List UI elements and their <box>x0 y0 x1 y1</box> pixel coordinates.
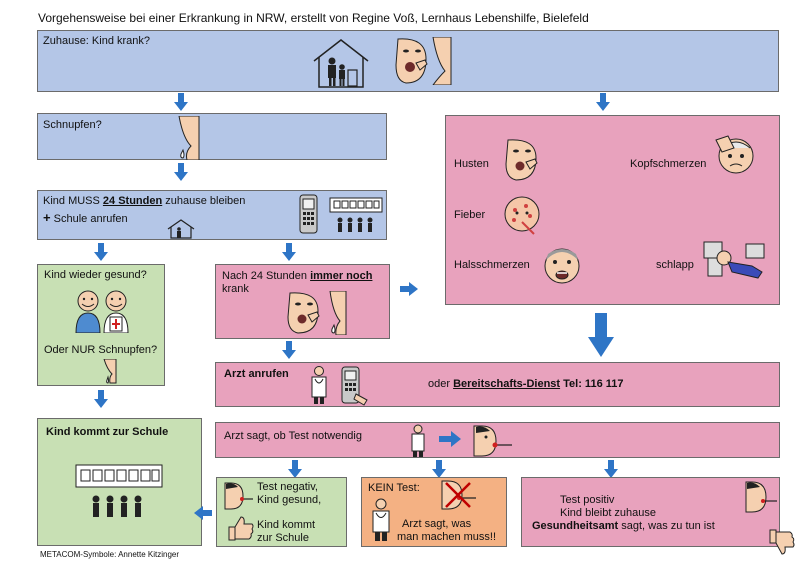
stay-hours: 24 Stunden <box>102 195 163 207</box>
arrow-down <box>94 390 108 408</box>
negative-result-box: Test negativ, Kind gesund, Kind kommt zu… <box>216 477 347 547</box>
no-test-line1: Arzt sagt, was <box>402 518 472 530</box>
symptom-headache: Kopfschmerzen <box>630 158 707 170</box>
positive-line1: Test positiv <box>560 494 615 506</box>
arrow-right <box>400 282 418 296</box>
stay-home-box: Kind MUSS 24 Stunden zuhause bleiben + S… <box>37 190 387 240</box>
doctor-icon <box>370 498 392 542</box>
arrow-down <box>174 163 188 181</box>
plus-sign: + <box>43 210 51 225</box>
negative-line3: Kind kommt <box>257 519 316 531</box>
coughing-face-icon <box>286 291 322 335</box>
still-sick-line1: Nach 24 Stunden immer noch <box>222 270 372 283</box>
positive-line3: Gesundheitsamt sagt, was zu tun ist <box>532 520 715 533</box>
arrow-down <box>282 243 296 261</box>
alt-service-text: oder Bereitschafts-Dienst Tel: 116 117 <box>428 378 624 391</box>
negative-line1: Test negativ, <box>257 481 318 493</box>
recovered-question: Kind wieder gesund? <box>44 269 147 281</box>
stay-suffix: zuhause bleiben <box>165 195 246 207</box>
still-sick-emph: immer noch <box>310 270 373 282</box>
test-decision-label: Arzt sagt, ob Test notwendig <box>224 430 362 442</box>
headache-face-icon <box>714 134 758 176</box>
nose-icon <box>431 37 455 85</box>
house-icon <box>166 219 196 239</box>
positive-line2: Kind bleibt zuhause <box>560 507 657 519</box>
no-test-label: KEIN Test: <box>368 482 420 494</box>
thumbs-up-icon <box>227 515 255 541</box>
credit-text: METACOM-Symbole: Annette Kitzinger <box>40 550 180 559</box>
still-sick-line2: krank <box>222 283 249 295</box>
symptom-cough: Husten <box>454 158 489 170</box>
recovered-box: Kind wieder gesund? Oder NUR Schnupfen? <box>37 264 165 386</box>
tired-person-icon <box>702 236 766 280</box>
doctor-icon <box>309 365 329 405</box>
school-label: Kind kommt zur Schule <box>46 426 169 438</box>
arrow-down <box>174 93 188 111</box>
swab-test-icon <box>744 481 778 513</box>
runny-nose-icon <box>169 116 203 160</box>
still-sick-box: Nach 24 Stunden immer noch krank <box>215 264 390 339</box>
no-swab-test-icon <box>440 480 478 510</box>
call-doctor-label: Arzt anrufen <box>224 368 289 380</box>
stay-home-text: Kind MUSS 24 Stunden zuhause bleiben <box>43 195 245 208</box>
symptom-weak: schlapp <box>656 259 694 271</box>
home-box: Zuhause: Kind krank? <box>37 30 779 92</box>
happy-children-icon <box>72 289 134 333</box>
house-family-icon <box>310 37 372 89</box>
arrow-down <box>604 460 618 478</box>
cold-label: Schnupfen? <box>43 119 102 131</box>
runny-nose-icon <box>326 291 348 335</box>
health-office: Gesundheitsamt <box>532 520 619 532</box>
cold-box: Schnupfen? <box>37 113 387 160</box>
arrow-down <box>282 341 296 359</box>
coughing-face-icon <box>504 138 540 182</box>
doctor-icon <box>409 424 427 458</box>
alt-tel: Tel: 116 117 <box>563 378 624 390</box>
coughing-face-icon <box>392 37 430 85</box>
negative-line2: Kind gesund, <box>257 494 322 506</box>
arrow-down <box>432 460 446 478</box>
test-decision-box: Arzt sagt, ob Test notwendig <box>215 422 780 458</box>
still-sick-prefix: Nach 24 Stunden <box>222 270 308 282</box>
phone-call-icon <box>294 194 324 236</box>
swab-test-icon <box>223 482 253 510</box>
arrow-down <box>288 460 302 478</box>
runny-nose-icon <box>100 359 118 385</box>
fever-face-icon <box>502 194 542 236</box>
symptom-sore-throat: Halsschmerzen <box>454 259 530 271</box>
symptoms-box: Husten Kopfschmerzen Fieber Halsschmerze… <box>445 115 780 305</box>
home-label: Zuhause: Kind krank? <box>43 35 151 47</box>
no-test-line2: man machen muss!! <box>397 531 497 543</box>
swab-test-icon <box>470 425 514 457</box>
alt-service: Bereitschafts-Dienst <box>453 378 561 390</box>
phone-call-icon <box>338 366 368 406</box>
symptom-fever: Fieber <box>454 209 486 221</box>
school-icon <box>328 196 384 236</box>
call-doctor-box: Arzt anrufen oder Bereitschafts-Dienst T… <box>215 362 780 407</box>
call-school-label: Schule anrufen <box>53 213 128 225</box>
call-school-text: + Schule anrufen <box>43 211 128 226</box>
no-test-box: KEIN Test: Arzt sagt, was man machen mus… <box>361 477 507 547</box>
only-cold-question: Oder NUR Schnupfen? <box>44 344 158 356</box>
arrow-down <box>596 93 610 111</box>
arrow-left <box>194 506 212 520</box>
arrow-right <box>439 431 461 447</box>
arrow-down <box>94 243 108 261</box>
alt-prefix: oder <box>428 378 451 390</box>
negative-line4: zur Schule <box>257 532 309 544</box>
page-title: Vorgehensweise bei einer Erkrankung in N… <box>38 11 589 25</box>
stay-prefix: Kind MUSS <box>43 195 100 207</box>
school-icon <box>74 463 164 521</box>
school-box: Kind kommt zur Schule <box>37 418 202 546</box>
positive-line3-rest: sagt, was zu tun ist <box>621 520 715 532</box>
thumbs-down-icon <box>768 528 798 556</box>
arrow-down-large <box>588 313 614 357</box>
sore-throat-face-icon <box>542 244 582 286</box>
positive-result-box: Test positiv Kind bleibt zuhause Gesundh… <box>521 477 780 547</box>
